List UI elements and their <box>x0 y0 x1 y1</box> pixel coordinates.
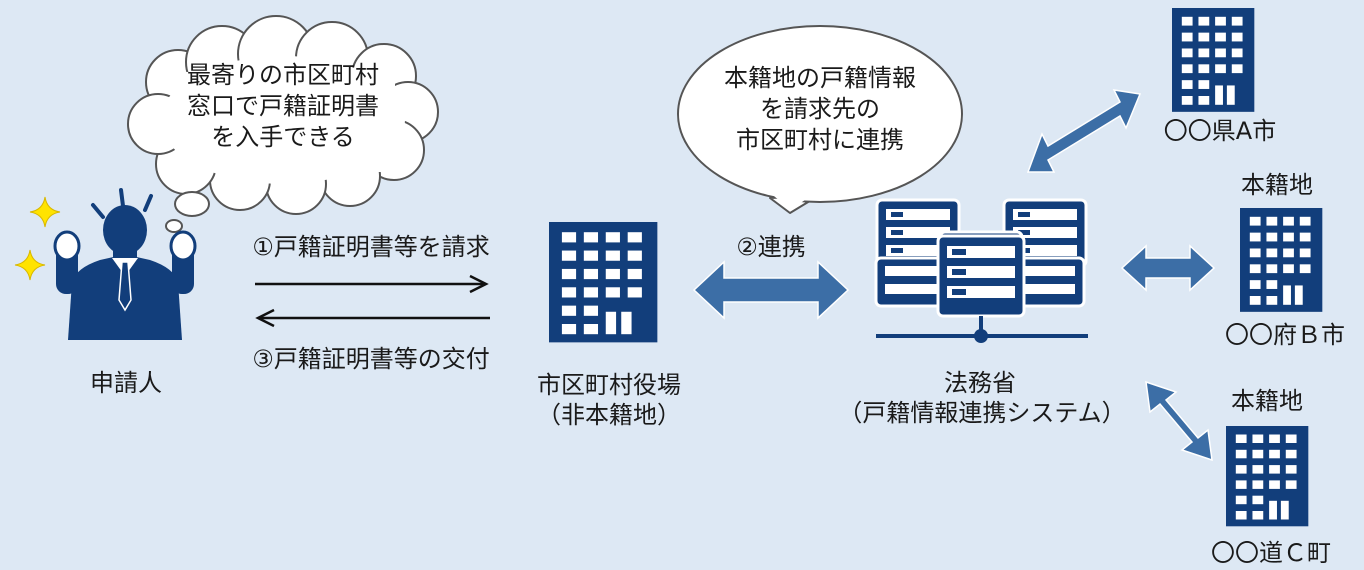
city-c-label: 〇〇道Ｃ町 <box>1211 539 1331 567</box>
speech-line: 市区町村に連携 <box>736 126 904 154</box>
building-icon <box>1226 426 1309 527</box>
thought-line: 窓口で戸籍証明書 <box>187 92 379 120</box>
honseki-label: 本籍地 <box>1231 387 1303 415</box>
step3-label: ③戸籍証明書等の交付 <box>252 345 490 373</box>
double-arrow <box>692 89 1216 462</box>
building-icon <box>1172 8 1255 112</box>
server-stack-icon <box>874 198 1088 343</box>
sparkle-icon <box>14 196 61 281</box>
ministry-label: 法務省 <box>944 369 1016 397</box>
delivery-arrow <box>255 308 490 328</box>
building-icon <box>549 222 658 343</box>
step1-label: ①戸籍証明書等を請求 <box>252 233 490 261</box>
thought-line: 最寄りの市区町村 <box>187 61 379 89</box>
city-b-label: 〇〇府Ｂ市 <box>1225 321 1345 349</box>
city-a-label: 〇〇県A市 <box>1163 117 1277 145</box>
municipal-office-label: 市区町村役場 <box>537 371 681 399</box>
honseki-label: 本籍地 <box>1241 171 1313 199</box>
person-surprised-icon <box>53 188 197 340</box>
step2-label: ②連携 <box>736 233 806 261</box>
thought-bubble-text: 最寄りの市区町村 窓口で戸籍証明書 を入手できる <box>168 60 398 153</box>
municipal-office-sublabel: （非本籍地） <box>537 401 681 429</box>
speech-line: を請求先の <box>760 95 880 123</box>
applicant-label: 申請人 <box>90 369 162 397</box>
speech-bubble <box>677 25 963 214</box>
building-icon <box>1240 208 1323 312</box>
speech-bubble-text: 本籍地の戸籍情報 を請求先の 市区町村に連携 <box>700 63 940 156</box>
thought-line: を入手できる <box>211 123 355 151</box>
speech-line: 本籍地の戸籍情報 <box>724 64 916 92</box>
request-arrow <box>255 274 489 294</box>
ministry-sublabel: （戸籍情報連携システム） <box>838 399 1126 427</box>
